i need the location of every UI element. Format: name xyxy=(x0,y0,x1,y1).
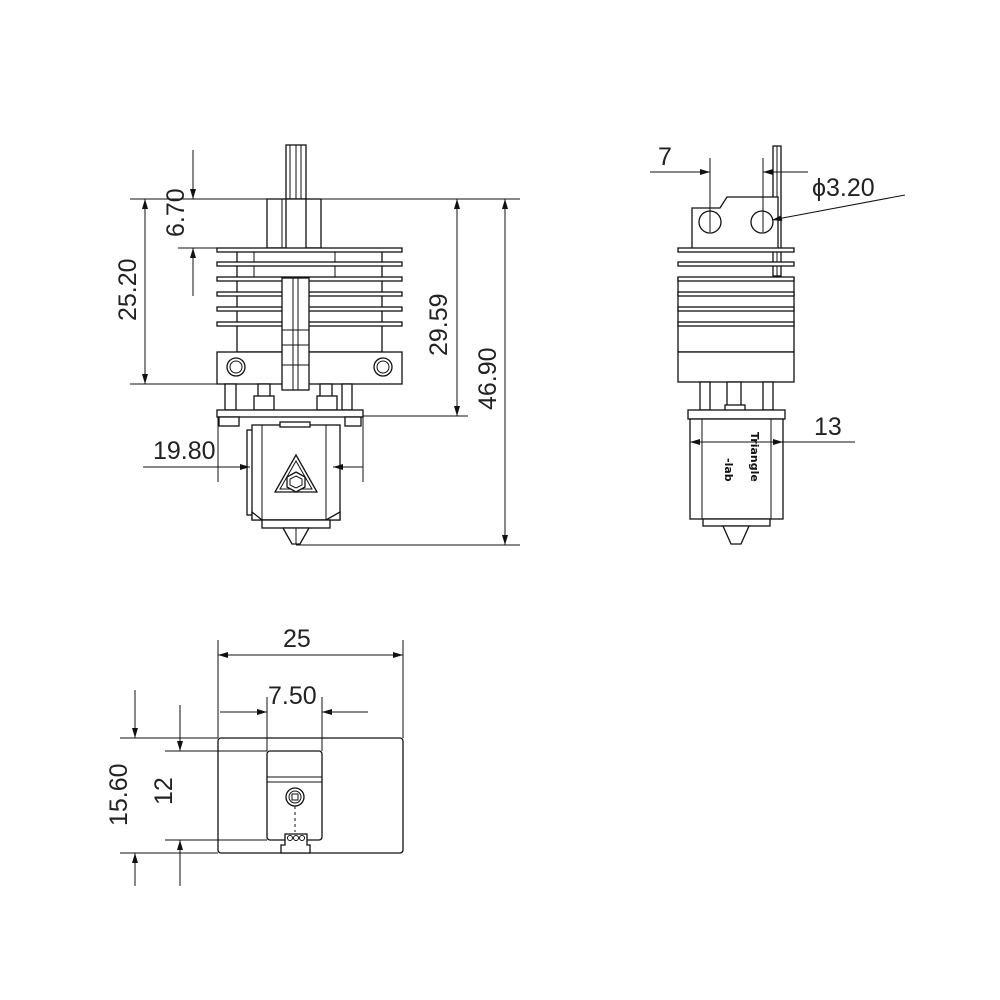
dimension-depth: 15.60 xyxy=(105,690,218,886)
dimension-heater-width: 19.80 xyxy=(143,417,364,482)
mount-hole xyxy=(750,210,774,234)
mount-plate xyxy=(691,196,779,251)
logo-text: Triangle xyxy=(748,432,761,482)
screw-icon xyxy=(285,787,305,807)
dimension-label: 6.70 xyxy=(162,188,190,237)
dimension-hole-spacing: 7 xyxy=(650,143,808,232)
dimension-label: 7 xyxy=(658,143,672,171)
front-view-dimensions: 6.70 25.20 29.59 46.90 19.80 xyxy=(114,150,520,546)
heatsink xyxy=(677,247,795,383)
bottom-view xyxy=(217,737,404,854)
front-view xyxy=(216,144,403,545)
dimension-label: 12 xyxy=(150,777,178,805)
dimension-upper-height: 29.59 xyxy=(425,199,460,416)
side-view-dimensions: 7 ϕ3.20 13 xyxy=(650,143,906,445)
triangle-logo-icon xyxy=(273,453,319,493)
dimension-label: 25 xyxy=(283,625,311,653)
heater-block: Triangle -lab xyxy=(687,409,786,527)
heatbreak xyxy=(281,277,310,391)
dimension-heatsink-height: 25.20 xyxy=(114,199,148,384)
dimension-label: 46.90 xyxy=(474,347,502,410)
logo-text: -lab xyxy=(722,458,735,482)
dimension-label: 29.59 xyxy=(425,293,453,356)
bottom-view-dimensions: 25 7.50 15.60 12 xyxy=(105,625,404,886)
dimension-label: 13 xyxy=(814,413,842,441)
dimension-total-height: 46.90 xyxy=(474,199,508,545)
dimension-label: 19.80 xyxy=(153,437,216,465)
dimension-label: 15.60 xyxy=(105,763,133,826)
dimension-label: 7.50 xyxy=(268,682,317,710)
dimension-hole-diameter: ϕ3.20 xyxy=(771,174,906,222)
heater-plate xyxy=(216,409,364,427)
dimension-width: 25 xyxy=(217,625,404,738)
dimension-throat-length: 6.70 xyxy=(162,150,196,296)
wire-connector xyxy=(280,833,311,854)
nozzle xyxy=(281,527,311,545)
dimension-label: 25.20 xyxy=(114,258,142,321)
dimension-label: ϕ3.20 xyxy=(812,174,875,202)
dimension-inner-width: 7.50 xyxy=(220,682,368,751)
nozzle xyxy=(721,525,751,545)
dimension-inner-depth: 12 xyxy=(150,705,267,886)
dimension-heater-depth: 13 xyxy=(690,413,855,445)
side-view: Triangle -lab xyxy=(677,145,795,545)
